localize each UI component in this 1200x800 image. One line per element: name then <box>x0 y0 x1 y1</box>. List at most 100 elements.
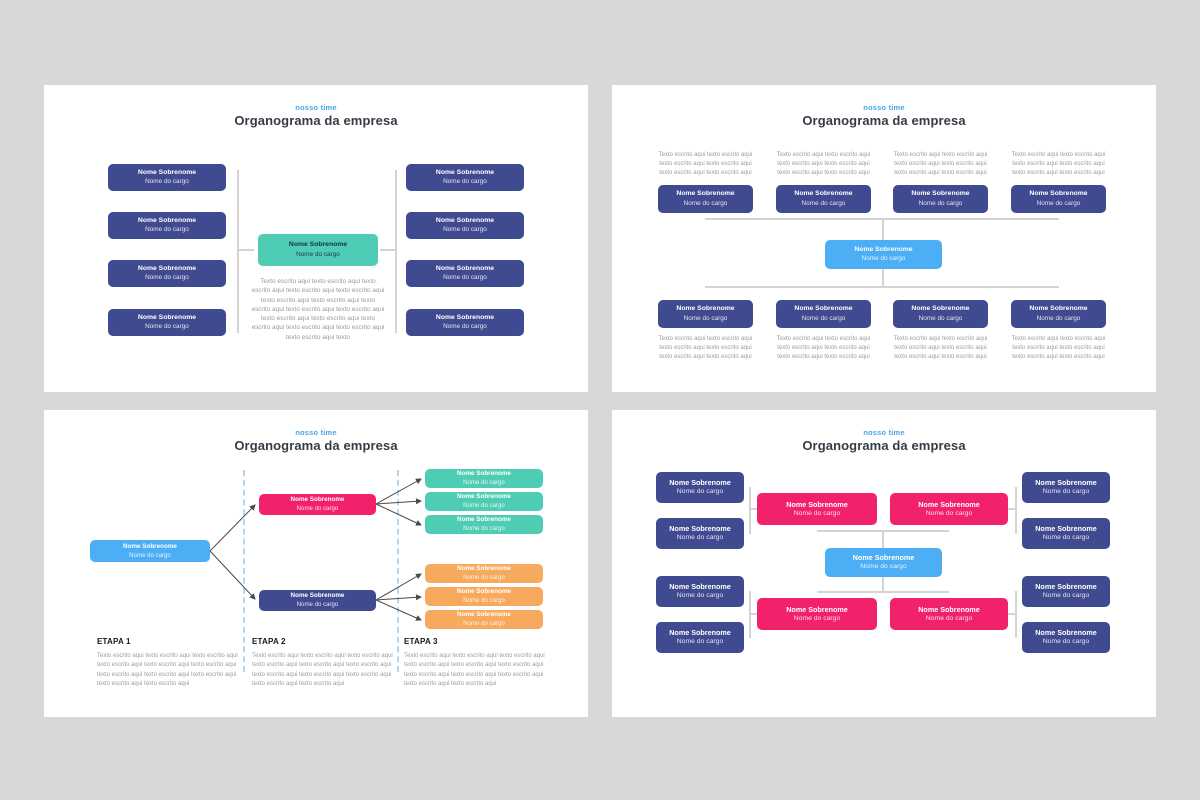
person-name: Nome Sobrenome <box>786 604 848 614</box>
person-role: Nome do cargo <box>443 323 487 331</box>
person-role: Nome do cargo <box>801 314 846 322</box>
person-name: Nome Sobrenome <box>854 245 913 253</box>
person-role: Nome do cargo <box>1042 534 1090 542</box>
connector-line <box>1008 508 1017 510</box>
connector-line <box>882 530 884 548</box>
person-role: Nome do cargo <box>463 620 505 628</box>
connector-line <box>749 508 758 510</box>
slide-2[interactable]: nosso time Organograma da empresa Texto … <box>612 85 1156 392</box>
person-role: Nome do cargo <box>443 178 487 186</box>
eyebrow-label: nosso time <box>863 428 905 437</box>
person-name: Nome Sobrenome <box>669 628 731 638</box>
person-role: Nome do cargo <box>801 199 846 207</box>
connector-line <box>237 170 239 333</box>
person-name: Nome Sobrenome <box>852 553 915 563</box>
person-name: Nome Sobrenome <box>435 313 495 321</box>
step-description: Texto escrito aqui texto escrito aqui te… <box>252 653 393 687</box>
connector-line <box>1015 487 1017 534</box>
person-role: Nome do cargo <box>296 601 339 609</box>
person-name: Nome Sobrenome <box>435 216 495 224</box>
person-role: Nome do cargo <box>443 226 487 234</box>
person-role: Nome do cargo <box>296 250 340 258</box>
person-role: Nome do cargo <box>793 509 841 517</box>
person-name: Nome Sobrenome <box>911 305 970 313</box>
person-name: Nome Sobrenome <box>1029 190 1088 198</box>
step-description: Texto escrito aqui texto escrito aqui te… <box>404 653 545 687</box>
person-name: Nome Sobrenome <box>1035 582 1097 592</box>
slide-header: nosso time Organograma da empresa <box>44 429 588 452</box>
person-name: Nome Sobrenome <box>457 516 511 524</box>
placeholder-text: Texto escrito aqui texto escrito aqui te… <box>1011 152 1106 176</box>
person-name: Nome Sobrenome <box>123 542 177 550</box>
placeholder-text: Texto escrito aqui texto escrito aqui te… <box>1011 336 1106 360</box>
person-role: Nome do cargo <box>1042 592 1090 600</box>
placeholder-text: Texto escrito aqui texto escrito aqui te… <box>776 336 871 360</box>
eyebrow-label: nosso time <box>863 103 905 112</box>
placeholder-text: Texto escrito aqui texto escrito aqui te… <box>251 278 385 341</box>
person-name: Nome Sobrenome <box>290 592 345 600</box>
connector-line <box>882 218 884 240</box>
slide-title: Organograma da empresa <box>802 112 966 128</box>
slide-4[interactable]: nosso time Organograma da empresa Nome S… <box>612 410 1156 717</box>
connector-line <box>749 613 758 615</box>
stage-divider-dashed-line <box>243 470 245 672</box>
placeholder-text: Texto escrito aqui texto escrito aqui te… <box>893 152 988 176</box>
person-role: Nome do cargo <box>463 597 505 605</box>
person-name: Nome Sobrenome <box>457 470 511 478</box>
person-role: Nome do cargo <box>861 255 906 263</box>
connector-line <box>1008 613 1017 615</box>
slide-3[interactable]: nosso time Organograma da empresa Nome S… <box>44 410 588 717</box>
placeholder-text: Texto escrito aqui texto escrito aqui te… <box>776 152 871 176</box>
placeholder-text: Texto escrito aqui texto escrito aqui te… <box>893 336 988 360</box>
stage-divider-dashed-line <box>397 470 399 672</box>
person-role: Nome do cargo <box>676 534 724 542</box>
slide-1[interactable]: nosso time Organograma da empresa Nome S… <box>44 85 588 392</box>
person-name: Nome Sobrenome <box>288 241 348 249</box>
person-name: Nome Sobrenome <box>676 305 735 313</box>
step-label: ETAPA 3 <box>404 637 438 646</box>
person-name: Nome Sobrenome <box>457 611 511 619</box>
person-role: Nome do cargo <box>683 199 728 207</box>
connector-line <box>395 170 397 333</box>
slide-title: Organograma da empresa <box>234 437 398 453</box>
connector-line <box>380 249 397 251</box>
slide-header: nosso time Organograma da empresa <box>612 429 1156 452</box>
person-role: Nome do cargo <box>463 525 505 533</box>
person-name: Nome Sobrenome <box>911 190 970 198</box>
person-role: Nome do cargo <box>683 314 728 322</box>
person-role: Nome do cargo <box>129 551 171 559</box>
placeholder-text: Texto escrito aqui texto escrito aqui te… <box>658 336 753 360</box>
person-role: Nome do cargo <box>676 488 724 496</box>
person-name: Nome Sobrenome <box>1029 305 1088 313</box>
step-label: ETAPA 2 <box>252 637 286 646</box>
person-role: Nome do cargo <box>793 614 841 622</box>
person-role: Nome do cargo <box>443 274 487 282</box>
connector-line <box>882 577 884 593</box>
person-role: Nome do cargo <box>1036 314 1081 322</box>
person-name: Nome Sobrenome <box>676 190 735 198</box>
